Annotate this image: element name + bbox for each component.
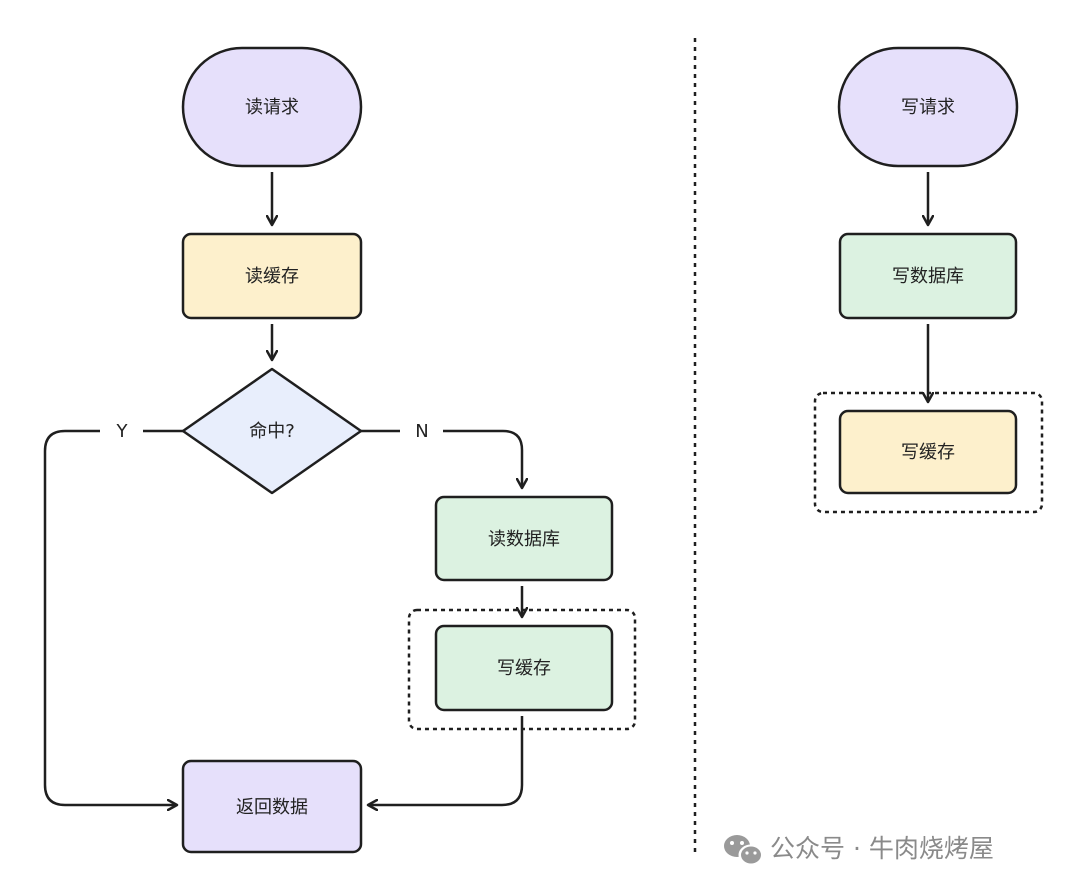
cache-hit-label: 命中? [249, 421, 295, 442]
write-database-node: 写数据库 [838, 232, 1018, 320]
return-data-node: 返回数据 [181, 759, 363, 854]
return-data-label: 返回数据 [236, 797, 308, 818]
write-database-label: 写数据库 [892, 266, 964, 287]
read-database-node: 读数据库 [434, 495, 614, 582]
yes-branch-label: Y [116, 421, 129, 442]
read-cache-node: 读缓存 [181, 232, 363, 320]
read-database-label: 读数据库 [488, 529, 560, 550]
no-branch-arrow [361, 429, 522, 488]
write-flow-write-cache-label: 写缓存 [901, 442, 955, 463]
arrow-write-cache-to-return [368, 716, 524, 805]
read-cache-label: 读缓存 [245, 266, 299, 287]
write-request-node: 写请求 [837, 46, 1019, 168]
yes-branch-arrow [43, 429, 183, 805]
wechat-icon [724, 835, 764, 866]
read-request-label: 读请求 [245, 97, 299, 118]
no-branch-label: N [415, 421, 428, 442]
cache-hit-decision: 命中? [181, 367, 363, 495]
read-request-node: 读请求 [181, 46, 363, 168]
watermark: 公众号 · 牛肉烧烤屋 [724, 834, 994, 866]
read-flow-write-cache-label: 写缓存 [497, 658, 551, 679]
read-flow-write-cache-node: 写缓存 [434, 624, 614, 712]
watermark-text: 公众号 · 牛肉烧烤屋 [770, 834, 994, 863]
write-request-label: 写请求 [901, 97, 955, 118]
write-flow-write-cache-node: 写缓存 [838, 409, 1018, 495]
